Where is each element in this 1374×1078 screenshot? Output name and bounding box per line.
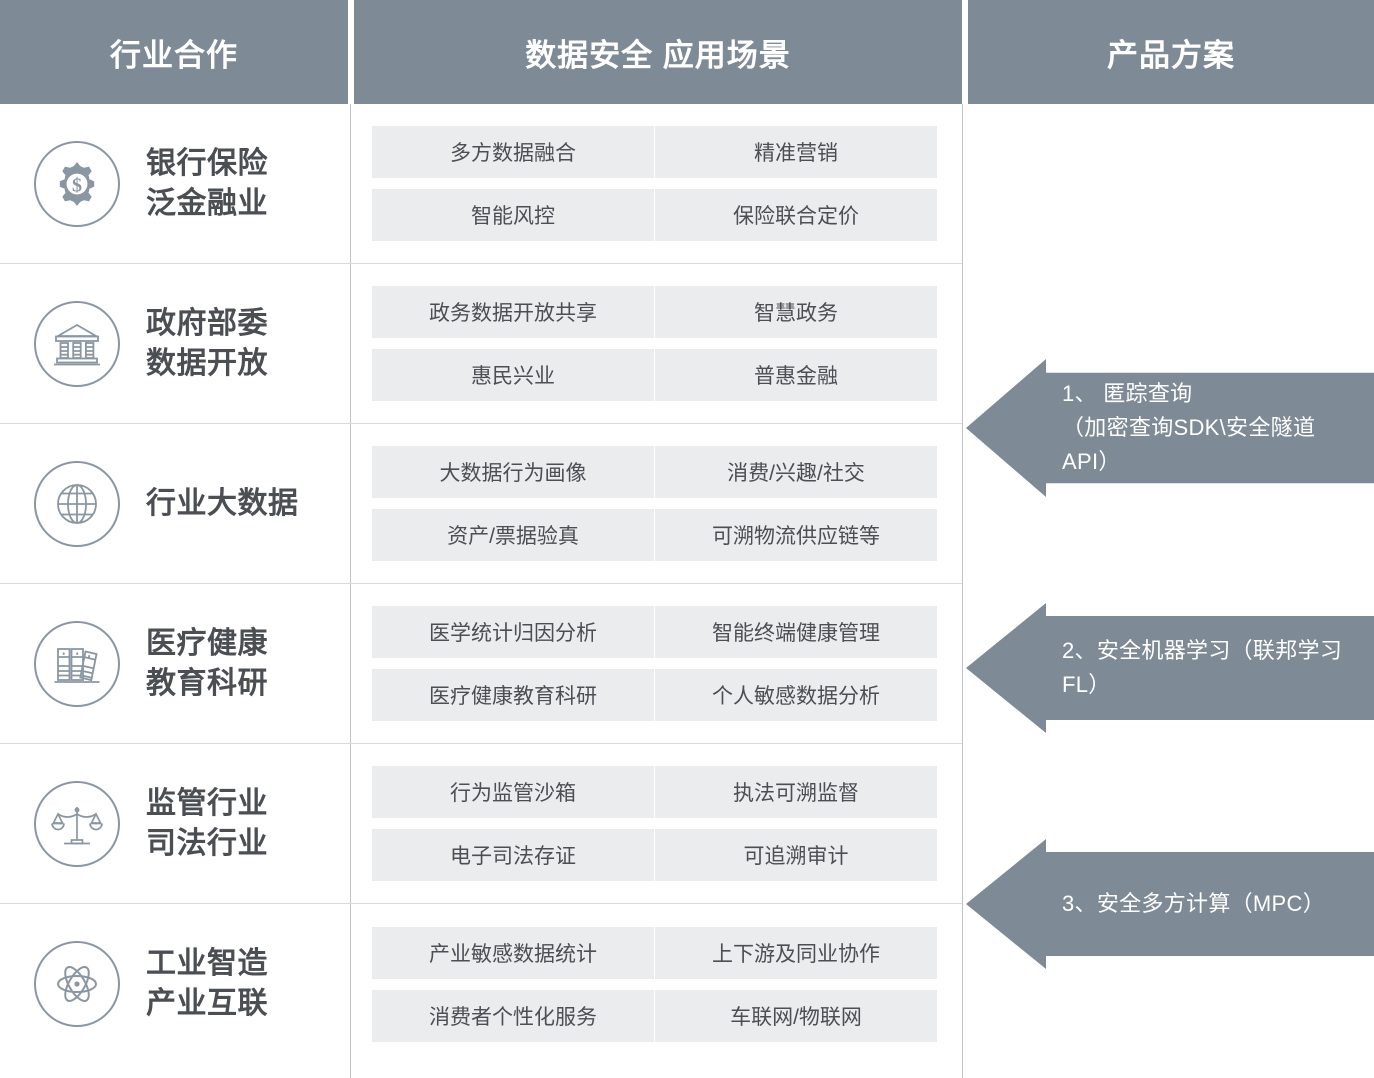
table-header: 行业合作 数据安全 应用场景 产品方案: [0, 0, 1374, 104]
svg-text:$: $: [72, 174, 82, 196]
table-row: $ 银行保险 泛金融业 多方数据融合 精准营销 智能风控 保险联合定价: [0, 104, 962, 264]
scenario-tag[interactable]: 车联网/物联网: [655, 989, 937, 1042]
industry-rows: $ 银行保险 泛金融业 多方数据融合 精准营销 智能风控 保险联合定价: [0, 104, 962, 1064]
header-divider-1: [348, 0, 354, 104]
header-product-solutions: 产品方案: [968, 0, 1374, 104]
scenario-tag[interactable]: 智能终端健康管理: [655, 606, 937, 658]
industry-cell: 行业大数据: [0, 460, 350, 547]
books-icon: [34, 620, 120, 707]
industry-cell: $ 银行保险 泛金融业: [0, 140, 350, 227]
scenario-tag[interactable]: 执法可溯监督: [655, 766, 937, 818]
scenario-tag[interactable]: 消费/兴趣/社交: [655, 446, 937, 498]
table-row: 监管行业 司法行业 行为监管沙箱 执法可溯监督 电子司法存证 可追溯审计: [0, 744, 962, 904]
industry-cell: 医疗健康 教育科研: [0, 620, 350, 707]
industry-label: 医疗健康 教育科研: [146, 626, 268, 700]
industry-label: 监管行业 司法行业: [146, 786, 268, 860]
scenario-tag[interactable]: 可追溯审计: [655, 829, 937, 881]
table-row: 政府部委 数据开放 政务数据开放共享 智慧政务 惠民兴业 普惠金融: [0, 264, 962, 424]
header-divider-2: [962, 0, 968, 104]
scenario-tag[interactable]: 智能风控: [372, 189, 654, 241]
scenario-tag[interactable]: 个人敏感数据分析: [655, 669, 937, 721]
industry-cell: 政府部委 数据开放: [0, 300, 350, 387]
solution-arrow-2-label: 2、安全机器学习（联邦学习FL）: [1062, 637, 1343, 697]
industry-label: 工业智造 产业互联: [146, 947, 268, 1020]
scenario-tag[interactable]: 政务数据开放共享: [372, 286, 654, 338]
scenario-tag[interactable]: 精准营销: [655, 126, 937, 178]
scenario-tag[interactable]: 可溯物流供应链等: [655, 509, 937, 561]
industry-cell: 工业智造 产业互联: [0, 941, 350, 1027]
scenario-tag[interactable]: 消费者个性化服务: [372, 989, 654, 1042]
table-row: 工业智造 产业互联 产业敏感数据统计 上下游及同业协作 消费者个性化服务 车联网…: [0, 904, 962, 1064]
scenario-cell: 行为监管沙箱 执法可溯监督 电子司法存证 可追溯审计: [350, 766, 962, 881]
solution-arrow-1[interactable]: 1、 匿踪查询 （加密查询SDK\安全隧道API）: [966, 359, 1374, 497]
scales-of-justice-icon: [34, 780, 120, 867]
industry-label: 银行保险 泛金融业: [146, 146, 268, 220]
scenario-cell: 多方数据融合 精准营销 智能风控 保险联合定价: [350, 126, 962, 241]
gear-dollar-icon: $: [34, 140, 120, 227]
scenario-cell: 医学统计归因分析 智能终端健康管理 医疗健康教育科研 个人敏感数据分析: [350, 606, 962, 721]
column-divider-right: [962, 104, 963, 1078]
matrix-body: $ 银行保险 泛金融业 多方数据融合 精准营销 智能风控 保险联合定价: [0, 104, 1374, 1078]
scenario-tag[interactable]: 上下游及同业协作: [655, 926, 937, 979]
atom-icon: [34, 941, 120, 1027]
industry-label: 政府部委 数据开放: [146, 306, 268, 380]
scenario-tag[interactable]: 普惠金融: [655, 349, 937, 401]
scenario-tag[interactable]: 智慧政务: [655, 286, 937, 338]
column-divider-left: [350, 104, 351, 1078]
header-industry-cooperation: 行业合作: [0, 0, 348, 104]
scenario-tag[interactable]: 医学统计归因分析: [372, 606, 654, 658]
table-row: 行业大数据 大数据行为画像 消费/兴趣/社交 资产/票据验真 可溯物流供应链等: [0, 424, 962, 584]
header-data-security-scenarios: 数据安全 应用场景: [354, 0, 962, 104]
scenario-tag[interactable]: 行为监管沙箱: [372, 766, 654, 818]
industry-label: 行业大数据: [146, 486, 299, 520]
solution-arrow-2[interactable]: 2、安全机器学习（联邦学习FL）: [966, 603, 1374, 733]
industry-cell: 监管行业 司法行业: [0, 780, 350, 867]
solution-arrow-3-label: 3、安全多方计算（MPC）: [1062, 890, 1326, 916]
table-row: 医疗健康 教育科研 医学统计归因分析 智能终端健康管理 医疗健康教育科研 个人敏…: [0, 584, 962, 744]
scenario-tag[interactable]: 电子司法存证: [372, 829, 654, 881]
scenario-tag[interactable]: 保险联合定价: [655, 189, 937, 241]
scenario-cell: 大数据行为画像 消费/兴趣/社交 资产/票据验真 可溯物流供应链等: [350, 446, 962, 561]
scenario-cell: 产业敏感数据统计 上下游及同业协作 消费者个性化服务 车联网/物联网: [350, 926, 962, 1042]
solution-arrow-1-label: 1、 匿踪查询 （加密查询SDK\安全隧道API）: [1062, 380, 1316, 475]
scenario-tag[interactable]: 医疗健康教育科研: [372, 669, 654, 721]
government-building-icon: [34, 300, 120, 387]
scenario-tag[interactable]: 多方数据融合: [372, 126, 654, 178]
globe-icon: [34, 460, 120, 547]
scenario-tag[interactable]: 大数据行为画像: [372, 446, 654, 498]
scenario-cell: 政务数据开放共享 智慧政务 惠民兴业 普惠金融: [350, 286, 962, 401]
scenario-tag[interactable]: 惠民兴业: [372, 349, 654, 401]
solution-arrow-3[interactable]: 3、安全多方计算（MPC）: [966, 839, 1374, 969]
scenario-tag[interactable]: 产业敏感数据统计: [372, 926, 654, 979]
scenario-tag[interactable]: 资产/票据验真: [372, 509, 654, 561]
